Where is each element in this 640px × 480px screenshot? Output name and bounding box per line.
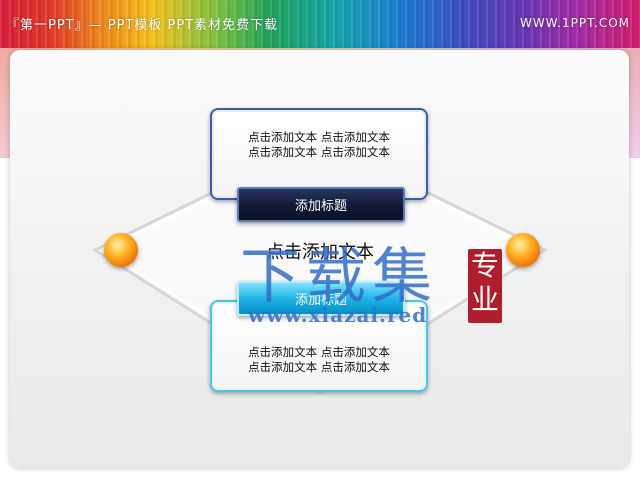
left-orb-icon: [104, 233, 138, 267]
bottom-box-line-2: 点击添加文本 点击添加文本: [248, 360, 390, 374]
seal-char-2: 业: [470, 283, 499, 316]
seal-char-1: 专: [470, 249, 499, 282]
right-orb-icon: [506, 233, 540, 267]
watermark-main-text: 下载集: [240, 242, 438, 312]
rainbow-banner: [0, 0, 640, 48]
top-title-label[interactable]: 添加标题: [237, 187, 405, 222]
center-text[interactable]: 点击添加文本: [266, 242, 374, 263]
header-right-text: WWW.1PPT.COM: [519, 16, 630, 30]
watermark-seal: 专 业: [468, 249, 502, 323]
watermark-url: www.xiazai.red: [248, 303, 428, 327]
bottom-box-line-1: 点击添加文本 点击添加文本: [248, 345, 390, 359]
bottom-title-label[interactable]: 添加标题: [237, 281, 405, 316]
top-box-line-1: 点击添加文本 点击添加文本: [248, 130, 390, 144]
header-left-text: 『第一PPT』— PPT模板 PPT素材免费下载: [6, 18, 279, 33]
top-box-line-2: 点击添加文本 点击添加文本: [248, 145, 390, 159]
